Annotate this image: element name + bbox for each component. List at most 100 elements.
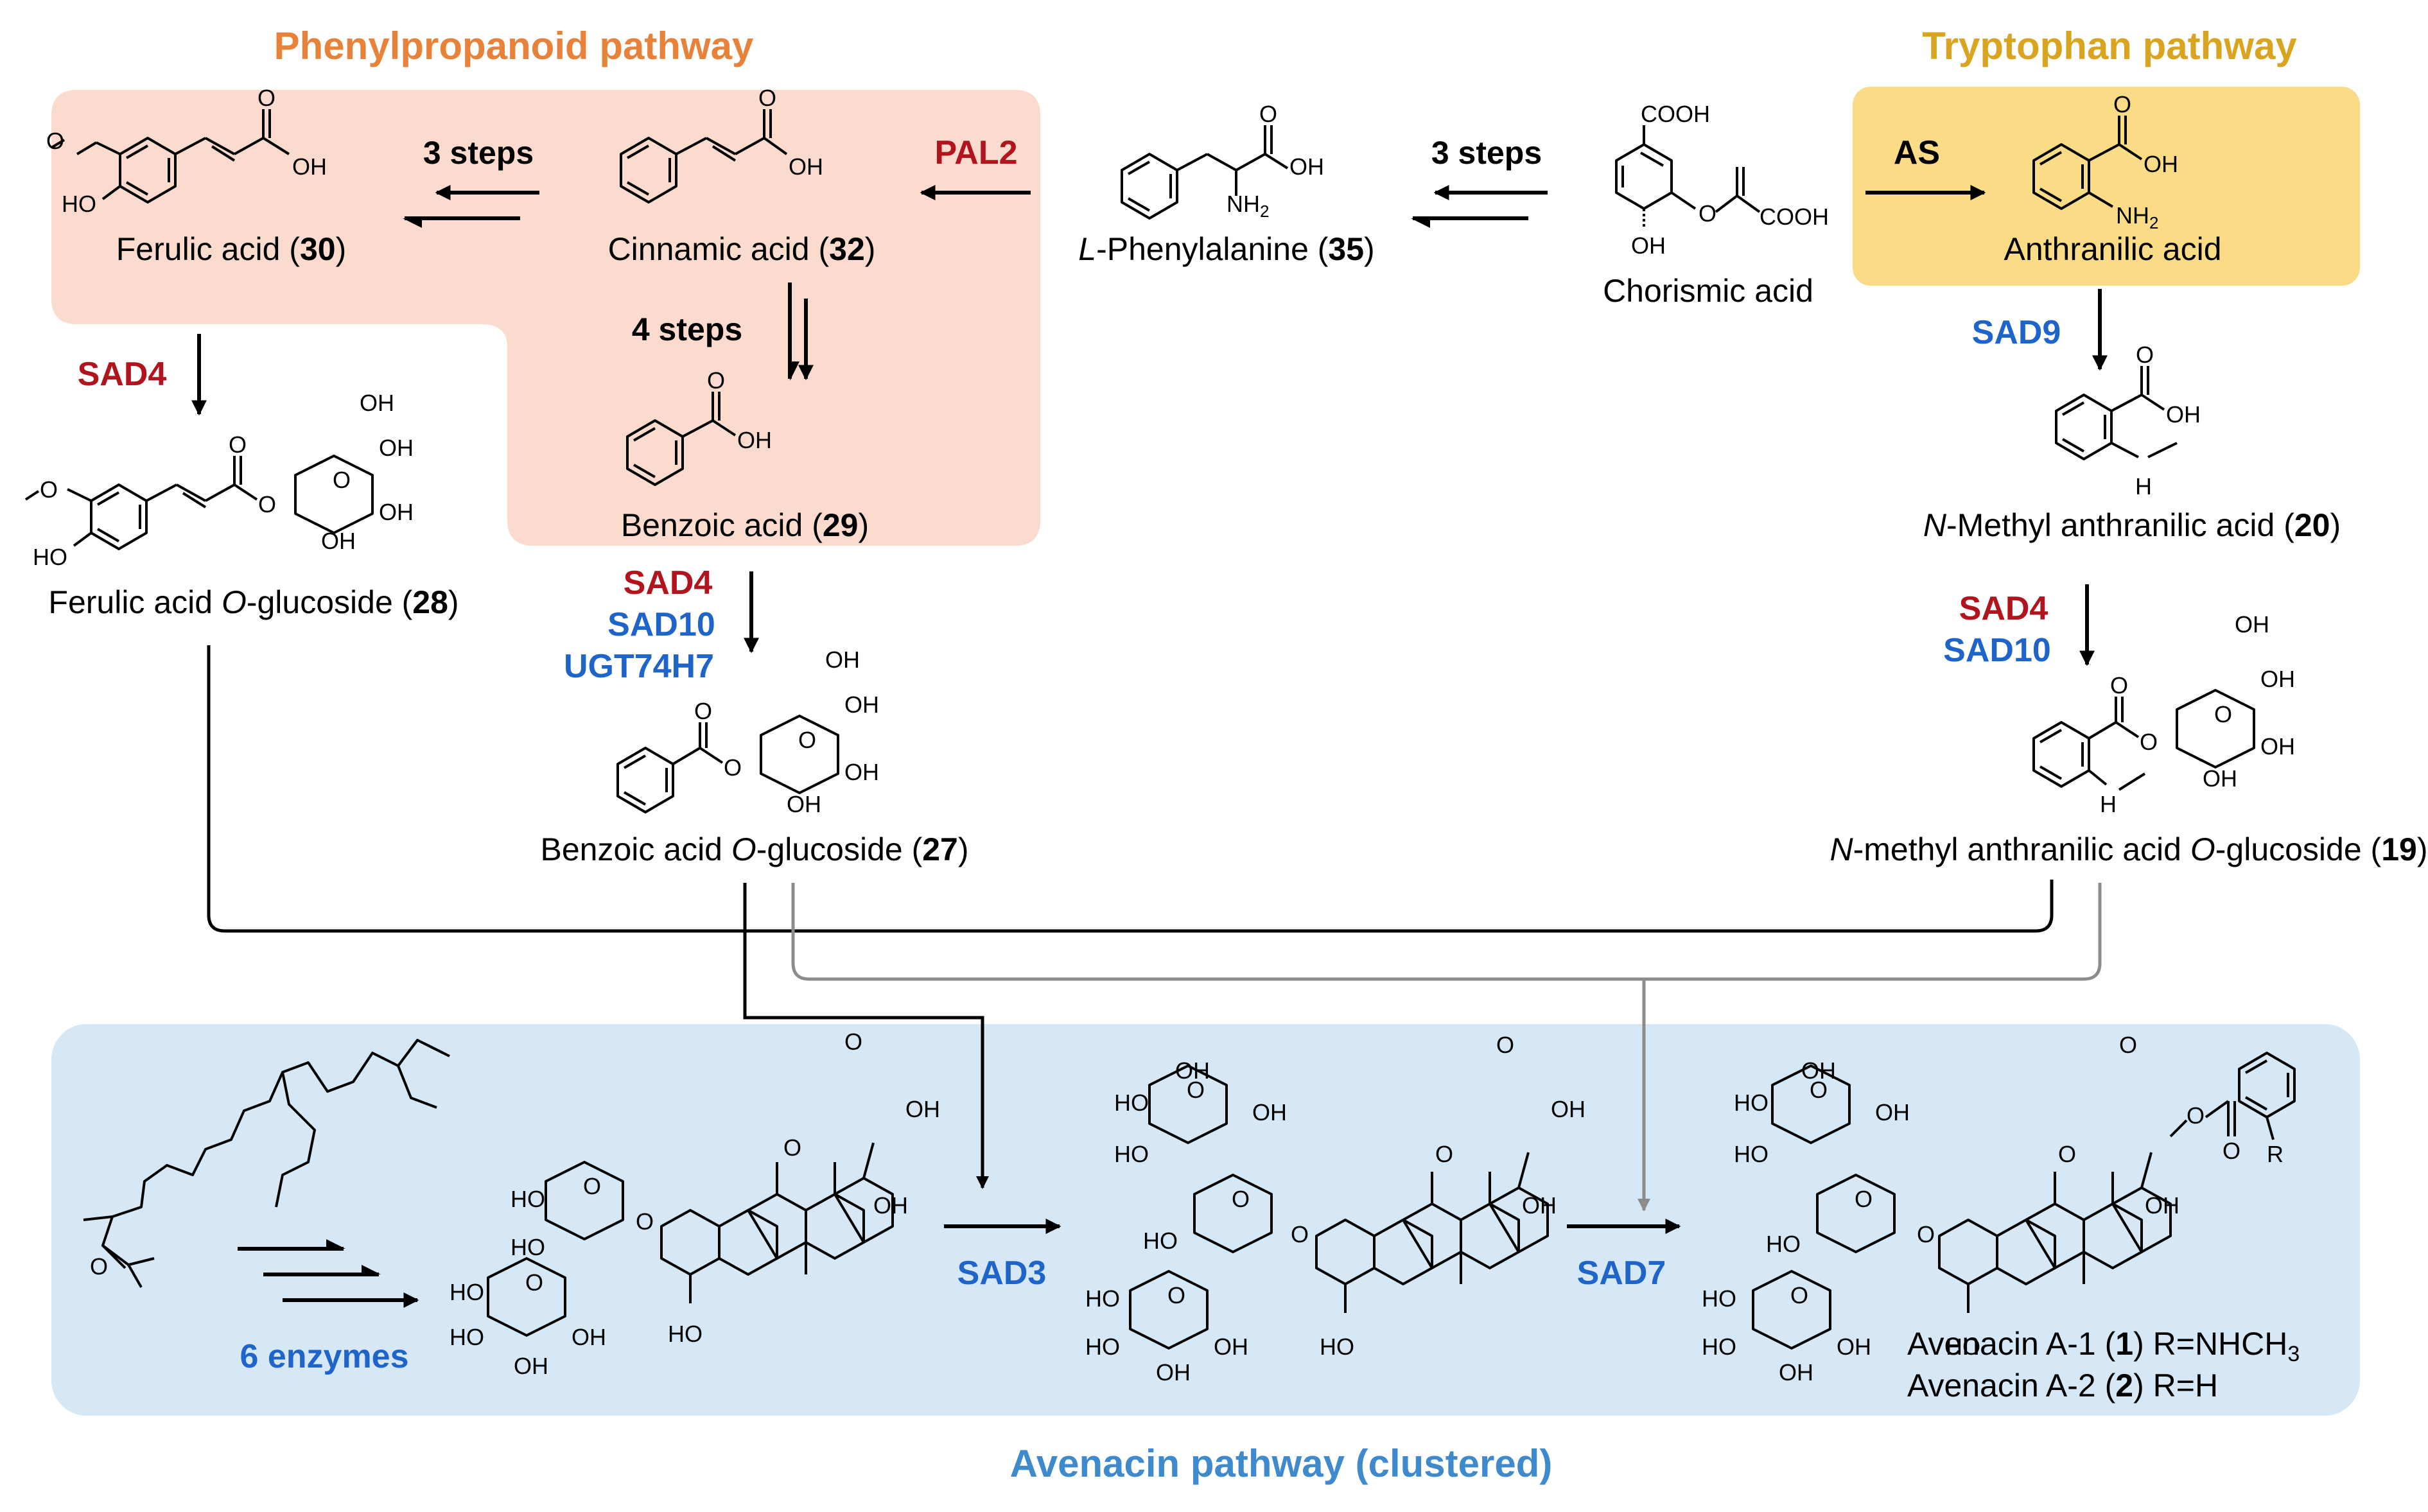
svg-text:O: O bbox=[2119, 1032, 2137, 1058]
svg-text:O: O bbox=[1232, 1186, 1250, 1212]
phenylpropanoid-panel bbox=[51, 90, 1040, 546]
four-steps-label: 4 steps bbox=[632, 311, 742, 347]
svg-text:O: O bbox=[1917, 1221, 1935, 1247]
enzyme-sad4-nmethyl: SAD4 bbox=[1959, 590, 2048, 627]
n-methyl-anthranilic-label: N-Methyl anthranilic acid (20) bbox=[1923, 507, 2341, 543]
svg-text:HO: HO bbox=[450, 1324, 484, 1350]
ferulic-glucoside-label: Ferulic acid O-glucoside (28) bbox=[48, 584, 459, 620]
svg-text:OH: OH bbox=[1214, 1334, 1248, 1360]
chorismic-acid-structure: COOH O COOH OH bbox=[1615, 101, 1829, 259]
svg-text:COOH: COOH bbox=[1641, 101, 1710, 127]
svg-text:O: O bbox=[333, 467, 351, 493]
n-methyl-glucoside-structure: O O O OH OH OH OH H bbox=[2032, 611, 2295, 817]
avenacin-panel bbox=[51, 1024, 2360, 1416]
svg-text:OH: OH bbox=[1875, 1099, 1910, 1125]
enzyme-sad4-benzoic: SAD4 bbox=[624, 564, 713, 602]
enzyme-as: AS bbox=[1894, 134, 1940, 171]
svg-text:O: O bbox=[758, 85, 776, 111]
avenacin-title: Avenacin pathway (clustered) bbox=[1010, 1442, 1553, 1485]
svg-text:O: O bbox=[1435, 1141, 1453, 1167]
svg-text:OH: OH bbox=[379, 435, 414, 461]
svg-text:O: O bbox=[1810, 1077, 1828, 1103]
benzoic-glucoside-structure: O O O OH OH OH OH bbox=[616, 647, 879, 817]
svg-text:R: R bbox=[2267, 1141, 2284, 1167]
enzyme-sad9: SAD9 bbox=[1972, 314, 2061, 351]
svg-text:O: O bbox=[40, 476, 58, 503]
svg-text:O: O bbox=[2113, 91, 2131, 117]
svg-text:O: O bbox=[1855, 1186, 1873, 1212]
svg-text:OH: OH bbox=[789, 153, 823, 180]
svg-text:OH: OH bbox=[321, 528, 356, 554]
svg-text:OH: OH bbox=[514, 1353, 548, 1379]
svg-text:HO: HO bbox=[1766, 1231, 1801, 1257]
chorismic-acid-label: Chorismic acid bbox=[1603, 273, 1813, 309]
phenylpropanoid-title: Phenylpropanoid pathway bbox=[274, 24, 754, 67]
svg-text:OH: OH bbox=[1156, 1359, 1191, 1386]
enzyme-sad4-ferulic: SAD4 bbox=[78, 356, 167, 393]
svg-text:H: H bbox=[2100, 791, 2117, 817]
svg-text:OH: OH bbox=[1175, 1057, 1210, 1084]
svg-text:HO: HO bbox=[62, 191, 96, 217]
svg-text:OH: OH bbox=[1551, 1096, 1585, 1122]
svg-text:O: O bbox=[2140, 729, 2158, 755]
svg-text:O: O bbox=[2187, 1102, 2205, 1129]
svg-text:OH: OH bbox=[572, 1324, 606, 1350]
svg-text:O: O bbox=[2110, 672, 2128, 699]
svg-text:COOH: COOH bbox=[1760, 204, 1829, 230]
svg-text:OH: OH bbox=[844, 691, 879, 718]
cinnamic-acid-structure: O OH bbox=[620, 85, 823, 204]
svg-text:OH: OH bbox=[2203, 765, 2237, 792]
triterpene-glycoside-1: O HO HO O HO HO OH OH O HO OH OH O O bbox=[450, 1029, 940, 1379]
svg-text:O: O bbox=[2058, 1141, 2076, 1167]
svg-text:OH: OH bbox=[1631, 232, 1666, 259]
svg-text:O: O bbox=[258, 491, 276, 517]
svg-text:OH: OH bbox=[2145, 1192, 2179, 1219]
svg-text:OH: OH bbox=[737, 427, 772, 453]
svg-text:HO: HO bbox=[1114, 1141, 1149, 1167]
phenylalanine-structure: O OH NH2 bbox=[1121, 101, 1324, 221]
svg-text:OH: OH bbox=[292, 153, 327, 180]
enzyme-sad10-nmethyl: SAD10 bbox=[1943, 632, 2051, 669]
svg-text:OH: OH bbox=[2166, 401, 2201, 428]
benzoic-sad3-connector bbox=[743, 883, 989, 1189]
svg-text:NH2: NH2 bbox=[1227, 191, 1269, 221]
cinnamic-acid-label: Cinnamic acid (32) bbox=[608, 231, 876, 267]
svg-text:O: O bbox=[583, 1173, 601, 1199]
n-methyl-glucoside-label: N-methyl anthranilic acid O-glucoside (1… bbox=[1830, 831, 2428, 867]
enzyme-sad10-benzoic: SAD10 bbox=[607, 606, 715, 643]
enzyme-pal2: PAL2 bbox=[934, 134, 1017, 171]
svg-text:HO: HO bbox=[511, 1186, 545, 1212]
svg-text:OH: OH bbox=[1289, 153, 1324, 180]
svg-text:O: O bbox=[694, 698, 712, 724]
svg-text:HO: HO bbox=[668, 1321, 703, 1347]
svg-text:HO: HO bbox=[1702, 1285, 1736, 1312]
svg-text:HO: HO bbox=[1143, 1228, 1178, 1254]
svg-text:HO: HO bbox=[1114, 1090, 1149, 1116]
benzoic-glucoside-label: Benzoic acid O-glucoside (27) bbox=[540, 831, 968, 867]
svg-text:HO: HO bbox=[1734, 1141, 1769, 1167]
svg-text:OH: OH bbox=[1837, 1334, 1871, 1360]
svg-text:OH: OH bbox=[2144, 151, 2178, 177]
svg-text:O: O bbox=[707, 367, 725, 394]
svg-text:OH: OH bbox=[379, 499, 414, 525]
svg-text:H: H bbox=[2135, 473, 2152, 500]
n-methyl-anthranilic-structure: O OH H bbox=[2055, 342, 2201, 500]
tryptophan-title: Tryptophan pathway bbox=[1922, 24, 2297, 67]
svg-text:O: O bbox=[2223, 1138, 2240, 1164]
enzyme-ugt74h7: UGT74H7 bbox=[564, 648, 714, 685]
svg-text:OH: OH bbox=[905, 1096, 940, 1122]
three-steps-right-label: 3 steps bbox=[1431, 135, 1542, 171]
svg-text:O: O bbox=[90, 1253, 108, 1280]
triterpene-glycoside-2: O HO HO OH OH O HO O HO HO OH OH O HO OH… bbox=[1085, 1032, 1585, 1386]
svg-text:O: O bbox=[1291, 1221, 1309, 1247]
svg-text:O: O bbox=[229, 431, 247, 458]
svg-text:OH: OH bbox=[787, 791, 821, 817]
svg-text:OH: OH bbox=[844, 759, 879, 785]
svg-text:HO: HO bbox=[1946, 1334, 1980, 1360]
avenacin-a2-label: Avenacin A-2 (2) R=H bbox=[1907, 1368, 2218, 1403]
svg-text:OH: OH bbox=[1522, 1192, 1557, 1219]
anthranilic-acid-structure: O OH NH2 bbox=[2032, 91, 2178, 232]
tryptophan-panel bbox=[1853, 87, 2360, 286]
svg-text:O: O bbox=[844, 1029, 862, 1055]
